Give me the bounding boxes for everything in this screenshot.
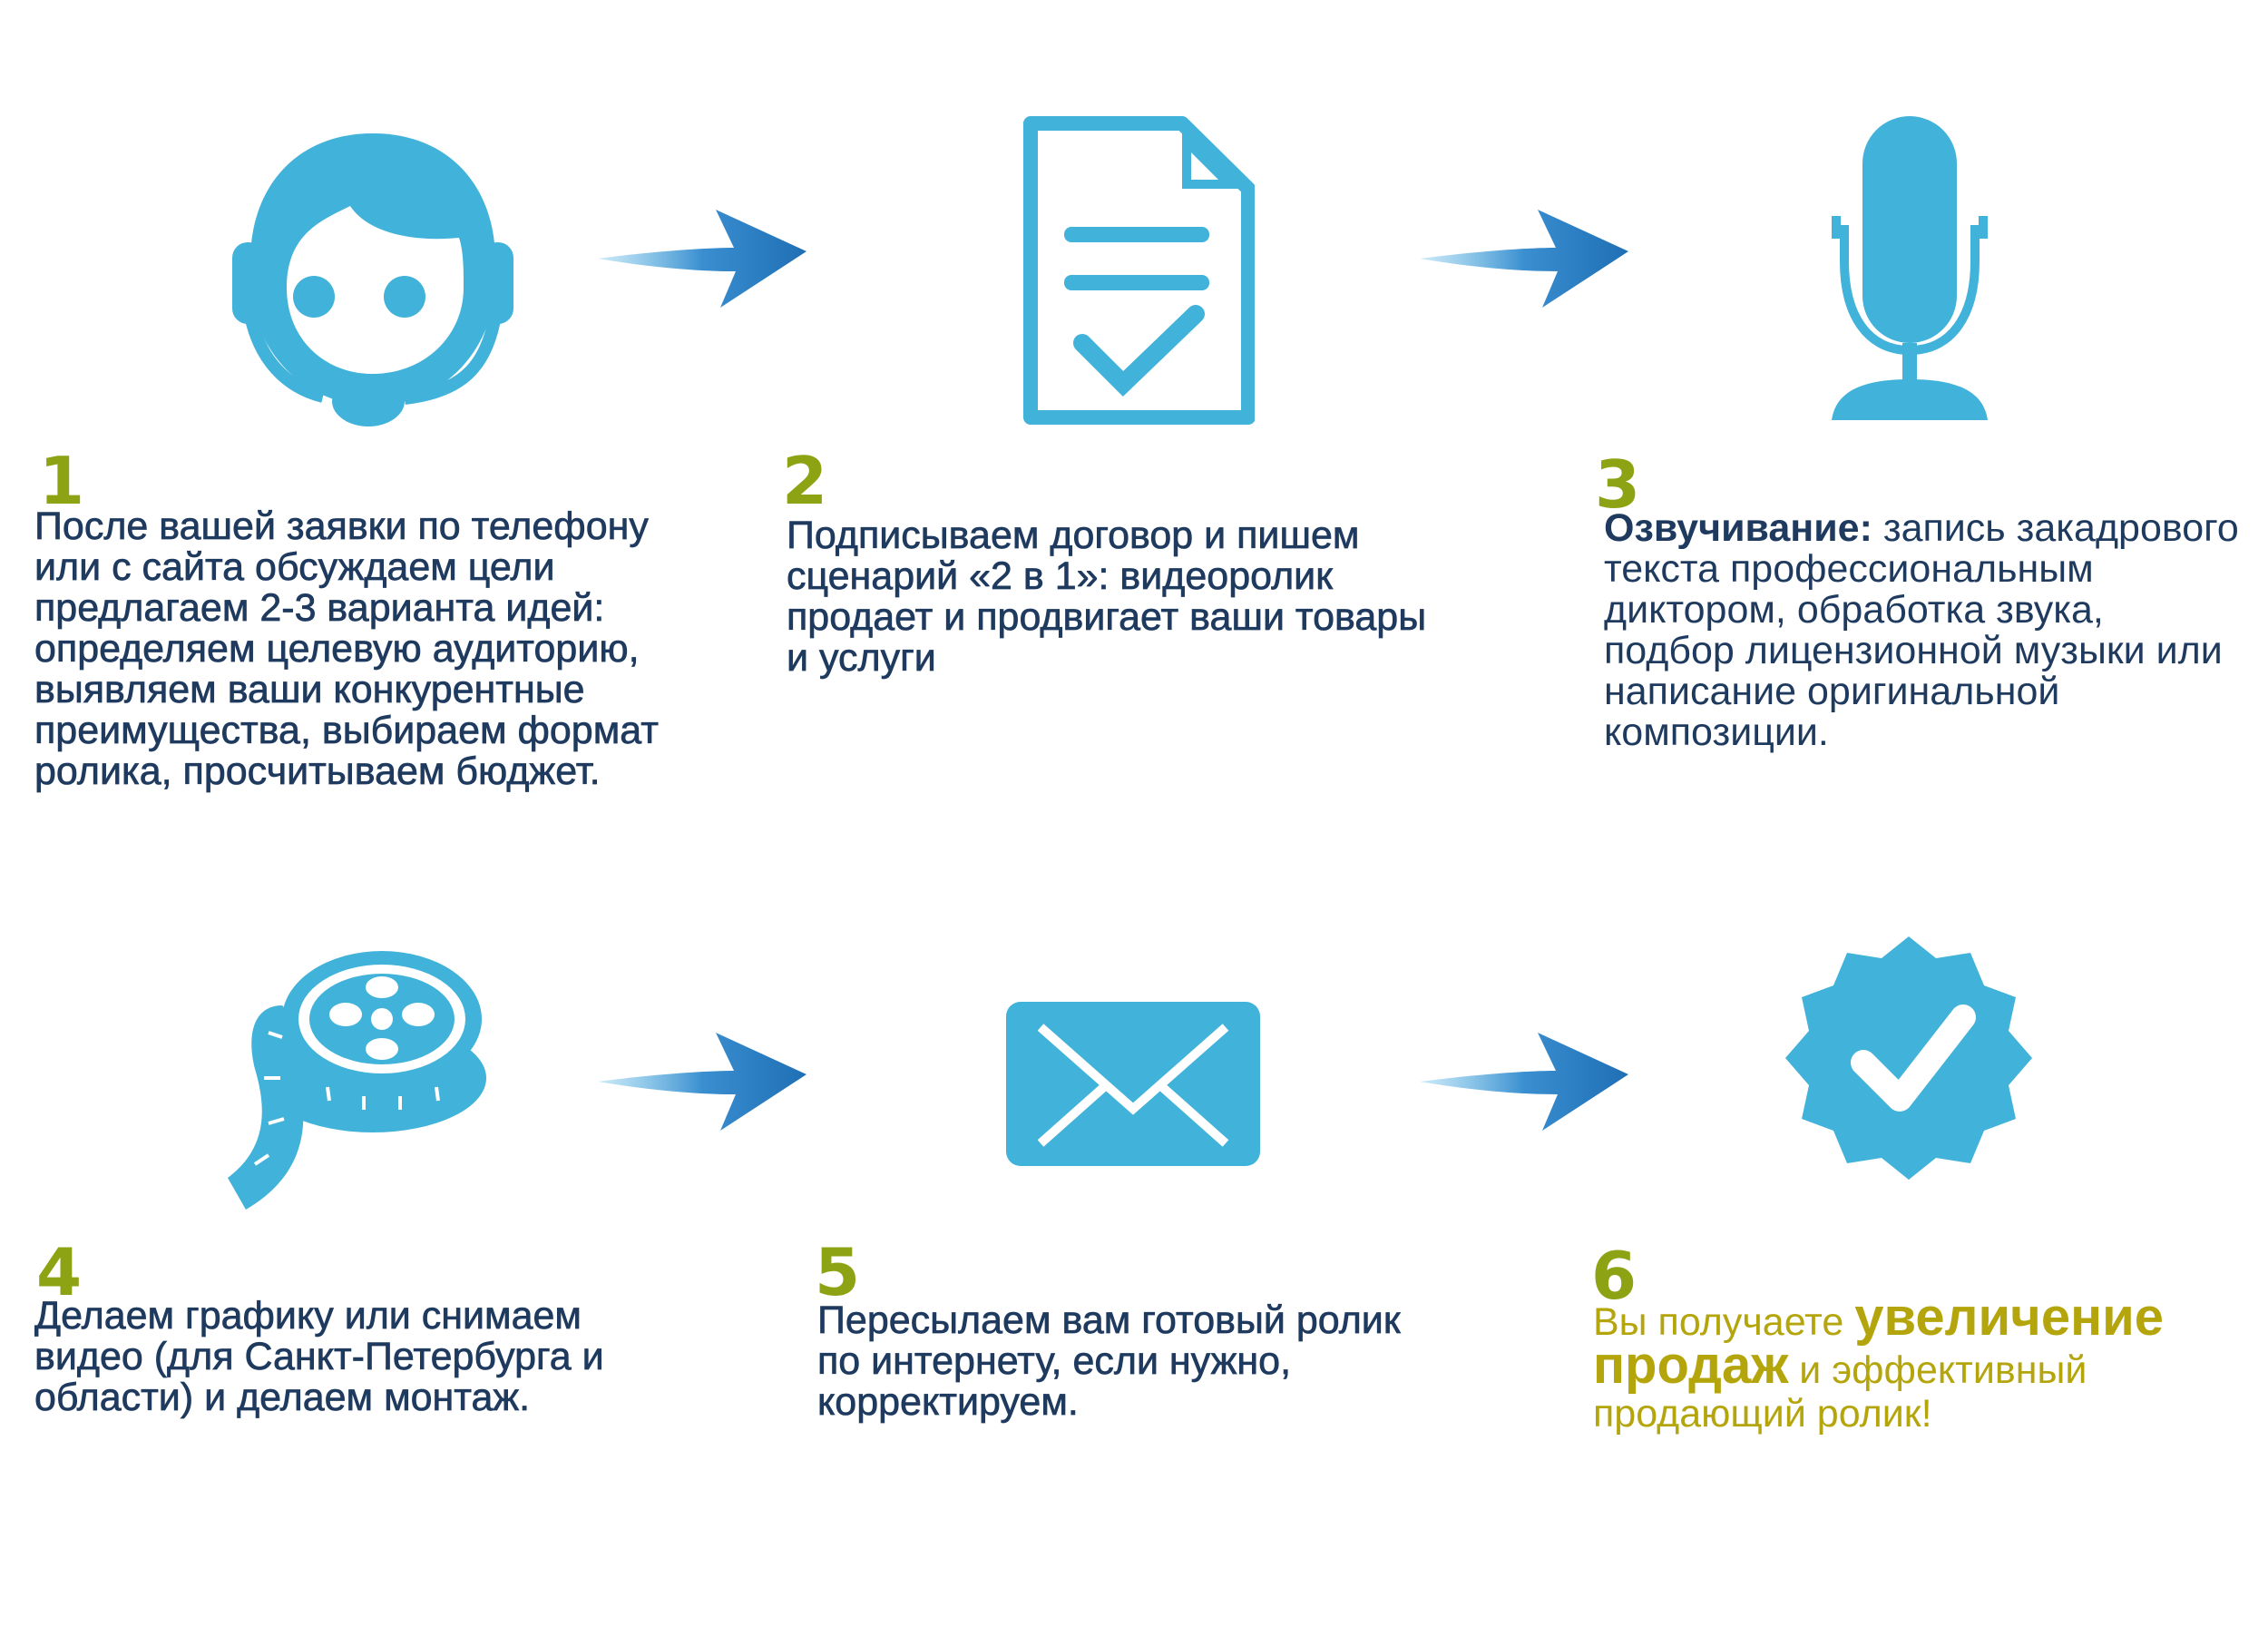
- text-line: и услуги: [787, 636, 936, 680]
- text-line: После вашей заявки по телефону: [34, 505, 650, 548]
- text-line: области) и делаем монтаж.: [34, 1376, 531, 1419]
- text-line: запись закадрового: [1872, 506, 2239, 550]
- film-reel-icon: [228, 951, 491, 1210]
- text-line: подбор лицензионной музыки или: [1604, 629, 2223, 672]
- headset-icon: [232, 133, 513, 437]
- arrow-icon: [1420, 1031, 1628, 1132]
- text-line: преимущества, выбираем формат: [34, 709, 660, 752]
- text-line: Подписываем договор и пишем: [787, 514, 1360, 557]
- text-line: продает и продвигает ваши товары: [787, 595, 1427, 639]
- step-number: 6: [1591, 1238, 1637, 1314]
- text-line: Пересылаем вам готовый ролик: [817, 1299, 1401, 1342]
- highlight-text: продаж: [1593, 1336, 1789, 1395]
- step-number: 3: [1595, 446, 1641, 523]
- text-lead: Озвучивание:: [1604, 506, 1872, 550]
- verified-badge-icon: [1785, 936, 2032, 1180]
- step-number: 2: [782, 443, 828, 519]
- text-line: видео (для Санкт-Петербурга и: [34, 1335, 604, 1378]
- step-description: Вы получаете увеличение продаж и эффекти…: [1593, 1291, 2164, 1436]
- text-line: предлагаем 2-3 варианта идей:: [34, 586, 605, 630]
- text-line: корректируем.: [817, 1380, 1080, 1424]
- text-line: выявляем ваши конкурентные: [34, 668, 585, 711]
- text-line: или с сайта обсуждаем цели: [34, 545, 555, 589]
- text-line: по интернету, если нужно,: [817, 1339, 1292, 1383]
- step-number: 4: [36, 1234, 83, 1310]
- step-number: 5: [815, 1234, 861, 1310]
- text-part: и эффективный: [1788, 1348, 2087, 1392]
- arrow-icon: [598, 1031, 807, 1132]
- step-description: Озвучивание: запись закадрового текста п…: [1604, 508, 2239, 753]
- step-number: 1: [39, 443, 85, 519]
- text-part: продающий ролик!: [1593, 1392, 1932, 1436]
- text-line: композиции.: [1604, 711, 1829, 754]
- envelope-icon: [1006, 1002, 1260, 1166]
- step-description: Подписываем договор и пишем сценарий «2 …: [787, 514, 1427, 680]
- arrow-icon: [1420, 208, 1628, 309]
- text-part: Вы получаете: [1593, 1300, 1855, 1344]
- step-description: Пересылаем вам готовый ролик по интернет…: [817, 1299, 1401, 1424]
- text-line: диктором, обработка звука,: [1604, 588, 2104, 632]
- text-line: сценарий «2 в 1»: видеоролик: [787, 554, 1334, 598]
- text-line: определяем целевую аудиторию,: [34, 627, 640, 671]
- text-line: текста профессиональным: [1604, 547, 2094, 591]
- step-description: После вашей заявки по телефону или с сай…: [34, 505, 660, 793]
- text-line: Делаем графику или снимаем: [34, 1294, 582, 1338]
- step-description: Делаем графику или снимаем видео (для Са…: [34, 1294, 604, 1419]
- document-check-icon: [1023, 116, 1255, 425]
- arrow-icon: [598, 208, 807, 309]
- highlight-text: увеличение: [1854, 1288, 2165, 1347]
- microphone-icon: [1832, 116, 1988, 420]
- text-line: написание оригинальной: [1604, 670, 2060, 713]
- text-line: ролика, просчитываем бюджет.: [34, 750, 601, 793]
